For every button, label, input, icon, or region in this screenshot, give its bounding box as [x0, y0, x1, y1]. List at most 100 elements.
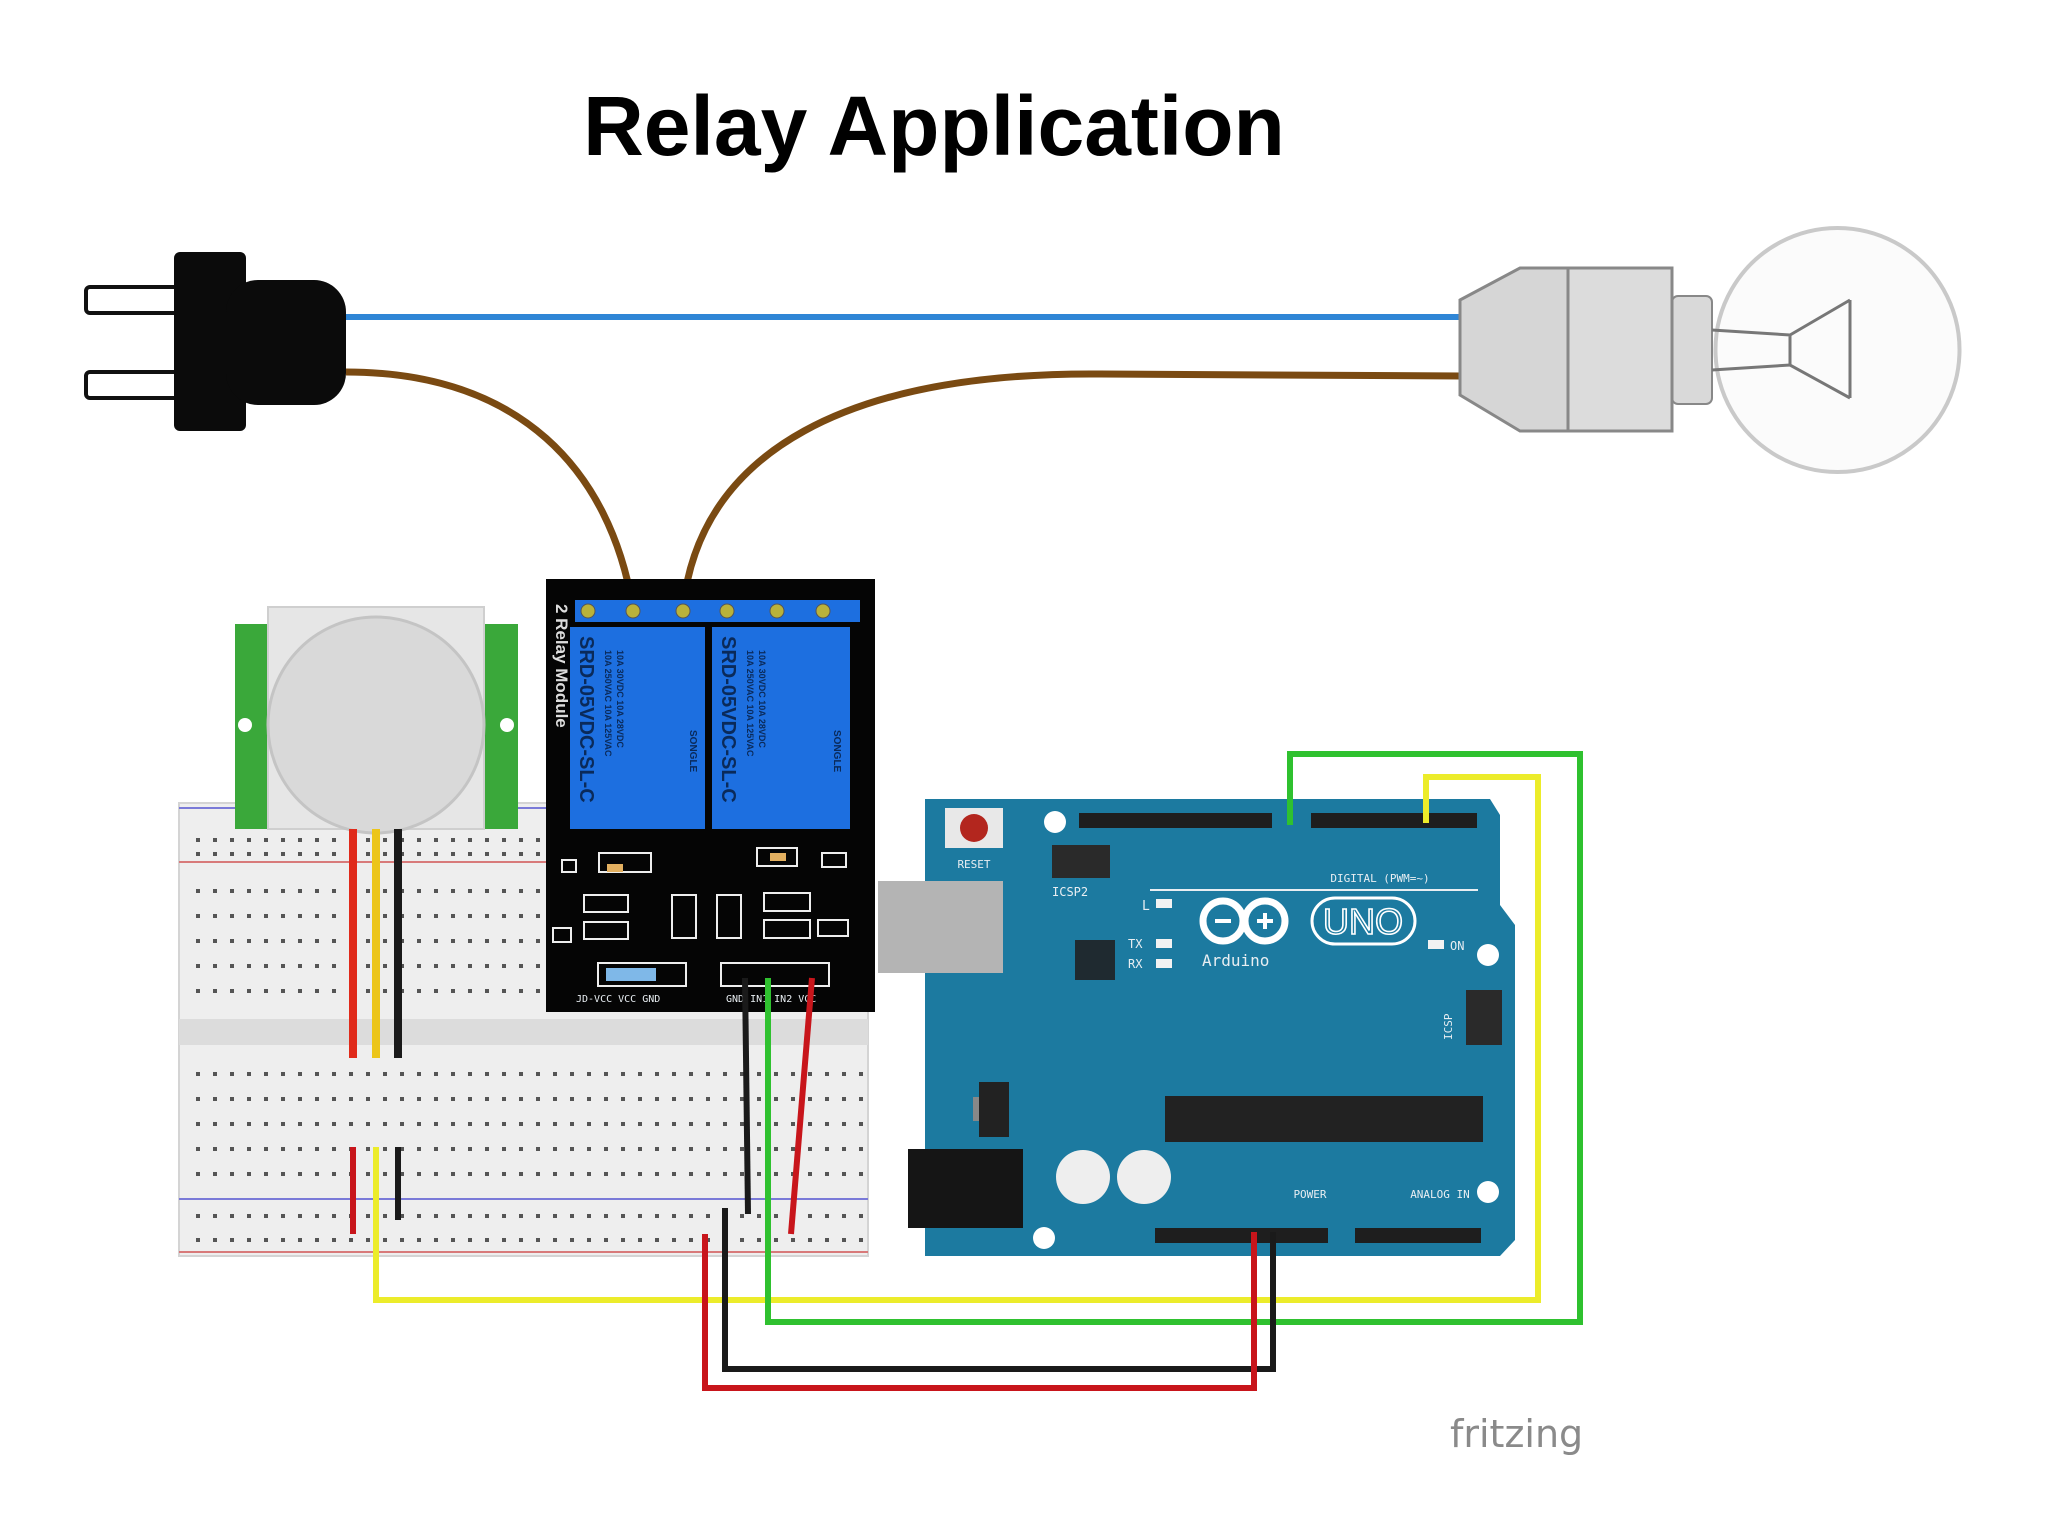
breadboard-hole: [213, 889, 217, 893]
breadboard-hole: [825, 1072, 829, 1076]
breadboard-hole: [434, 1147, 438, 1151]
smd-led: [607, 864, 623, 872]
breadboard-hole: [298, 989, 302, 993]
breadboard-hole: [791, 1122, 795, 1126]
breadboard-hole: [825, 1214, 829, 1218]
reset-button-cap: [960, 814, 988, 842]
breadboard-hole: [587, 1122, 591, 1126]
breadboard-hole: [383, 852, 387, 856]
breadboard-hole: [434, 1238, 438, 1242]
breadboard-hole: [196, 914, 200, 918]
relay-1-rating-1: 10A 250VAC 10A 125VAC: [603, 650, 613, 757]
breadboard-hole: [213, 1122, 217, 1126]
breadboard-hole: [468, 1172, 472, 1176]
breadboard-hole: [230, 1214, 234, 1218]
arduino-brand: Arduino: [1202, 951, 1269, 970]
breadboard-hole: [247, 1147, 251, 1151]
relay-wire-vcc: [788, 977, 815, 1235]
breadboard-hole: [570, 1214, 574, 1218]
breadboard-hole: [417, 1122, 421, 1126]
breadboard-hole: [570, 1238, 574, 1242]
breadboard-hole: [264, 964, 268, 968]
breadboard-hole: [417, 989, 421, 993]
breadboard-hole: [740, 1122, 744, 1126]
breadboard-hole: [451, 1122, 455, 1126]
relay-wire-gnd: [742, 977, 751, 1215]
breadboard-hole: [383, 1214, 387, 1218]
breadboard-hole: [366, 989, 370, 993]
breadboard-hole: [553, 1214, 557, 1218]
breadboard-hole: [366, 889, 370, 893]
breadboard-hole: [451, 939, 455, 943]
breadboard-hole: [587, 1238, 591, 1242]
breadboard-hole: [434, 838, 438, 842]
breadboard-hole: [315, 838, 319, 842]
breadboard-hole: [451, 1238, 455, 1242]
breadboard-hole: [485, 852, 489, 856]
breadboard-hole: [366, 1147, 370, 1151]
breadboard-hole: [281, 1172, 285, 1176]
breadboard-hole: [247, 1238, 251, 1242]
breadboard-hole: [808, 1214, 812, 1218]
breadboard-hole: [230, 914, 234, 918]
breadboard-hole: [825, 1238, 829, 1242]
breadboard-hole: [672, 1122, 676, 1126]
breadboard-hole: [502, 964, 506, 968]
breadboard-hole: [553, 1072, 557, 1076]
breadboard-hole: [638, 1147, 642, 1151]
breadboard-hole: [349, 1097, 353, 1101]
breadboard-hole: [757, 1214, 761, 1218]
breadboard-hole: [281, 1147, 285, 1151]
breadboard-hole: [689, 1172, 693, 1176]
breadboard-hole: [604, 1238, 608, 1242]
led-rx: [1156, 959, 1172, 968]
breadboard-hole: [808, 1147, 812, 1151]
breadboard-hole: [247, 1097, 251, 1101]
breadboard-hole: [553, 1122, 557, 1126]
breadboard-hole: [536, 838, 540, 842]
breadboard-hole: [247, 1122, 251, 1126]
breadboard-hole: [298, 939, 302, 943]
breadboard-hole: [791, 1238, 795, 1242]
breadboard-hole: [400, 1172, 404, 1176]
live-wire-relay-to-lamp: [679, 370, 1463, 609]
breadboard-hole: [757, 1238, 761, 1242]
mains-plug: [84, 252, 346, 431]
breadboard-hole: [485, 1122, 489, 1126]
breadboard-hole: [366, 1238, 370, 1242]
breadboard-hole: [417, 838, 421, 842]
analog-label: ANALOG IN: [1410, 1188, 1470, 1201]
breadboard-hole: [264, 1072, 268, 1076]
terminal-screw: [675, 603, 691, 619]
breadboard-hole: [502, 939, 506, 943]
breadboard-hole: [247, 939, 251, 943]
breadboard-hole: [298, 964, 302, 968]
breadboard-hole: [383, 1172, 387, 1176]
breadboard-hole: [774, 1072, 778, 1076]
breadboard-hole: [536, 989, 540, 993]
breadboard-hole: [859, 1097, 863, 1101]
breadboard-hole: [196, 1238, 200, 1242]
breadboard-hole: [230, 939, 234, 943]
breadboard-hole: [434, 1122, 438, 1126]
breadboard-hole: [757, 1072, 761, 1076]
breadboard-hole: [723, 1147, 727, 1151]
breadboard-hole: [451, 1172, 455, 1176]
jumper-cap: [606, 968, 656, 981]
breadboard-hole: [434, 889, 438, 893]
breadboard-hole: [400, 1122, 404, 1126]
breadboard-hole: [859, 1238, 863, 1242]
mount-hole: [1477, 944, 1499, 966]
lamp-socket-cap: [1458, 266, 1570, 433]
breadboard-hole: [315, 889, 319, 893]
breadboard-hole: [502, 1172, 506, 1176]
breadboard-hole: [298, 889, 302, 893]
breadboard-hole: [706, 1097, 710, 1101]
breadboard-hole: [723, 1122, 727, 1126]
pir-sensor: [235, 606, 518, 835]
breadboard-hole: [264, 1214, 268, 1218]
breadboard-hole: [519, 1214, 523, 1218]
breadboard-hole: [638, 1214, 642, 1218]
breadboard-hole: [264, 889, 268, 893]
breadboard-hole: [502, 1097, 506, 1101]
